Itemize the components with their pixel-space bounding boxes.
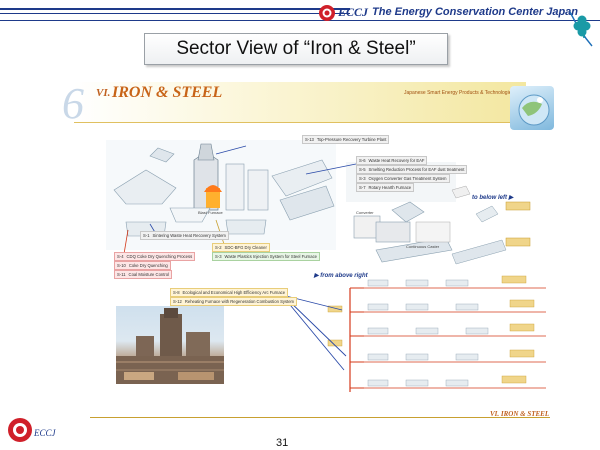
note-from-above-right: ▶ from above right	[314, 273, 368, 279]
section-number: 6	[62, 79, 84, 128]
product-outputs	[451, 201, 531, 265]
slide-title-box: Sector View of “Iron & Steel”	[144, 33, 448, 65]
section-banner	[74, 82, 526, 123]
steel-plant-photo	[116, 306, 224, 384]
slide-title: Sector View of “Iron & Steel”	[176, 38, 416, 59]
steel-plant-photo-drawing	[116, 308, 224, 384]
footer-rule	[90, 417, 550, 418]
note-to-below-left: to below left ▶	[472, 195, 514, 201]
header-rule-bottom	[0, 20, 600, 24]
globe-icon	[518, 94, 550, 126]
section-subtitle: Japanese Smart Energy Products & Technol…	[404, 90, 527, 96]
section-name: IRON & STEEL	[112, 84, 223, 101]
footer-section: VI. IRON & STEEL	[490, 410, 550, 418]
eccj-logo-icon	[8, 418, 32, 442]
converter-label: Converter	[356, 210, 374, 215]
header-brand: ECCJ	[338, 5, 369, 19]
section-roman: VI.	[96, 87, 111, 99]
footer-brand: ECCJ	[34, 428, 56, 438]
clover-icon	[569, 11, 593, 47]
header-rule-top	[0, 8, 350, 14]
rolling-flow	[327, 275, 546, 392]
continuous-caster-label: Continuous Caster	[406, 244, 440, 249]
globe-image	[510, 86, 554, 130]
eccj-logo-icon	[319, 5, 335, 21]
page-number: 31	[276, 437, 289, 449]
blast-furnace-label: Blast Furnace	[198, 210, 223, 215]
header-org-name: The Energy Conservation Center Japan	[372, 6, 578, 18]
connector-arrows	[123, 145, 357, 371]
